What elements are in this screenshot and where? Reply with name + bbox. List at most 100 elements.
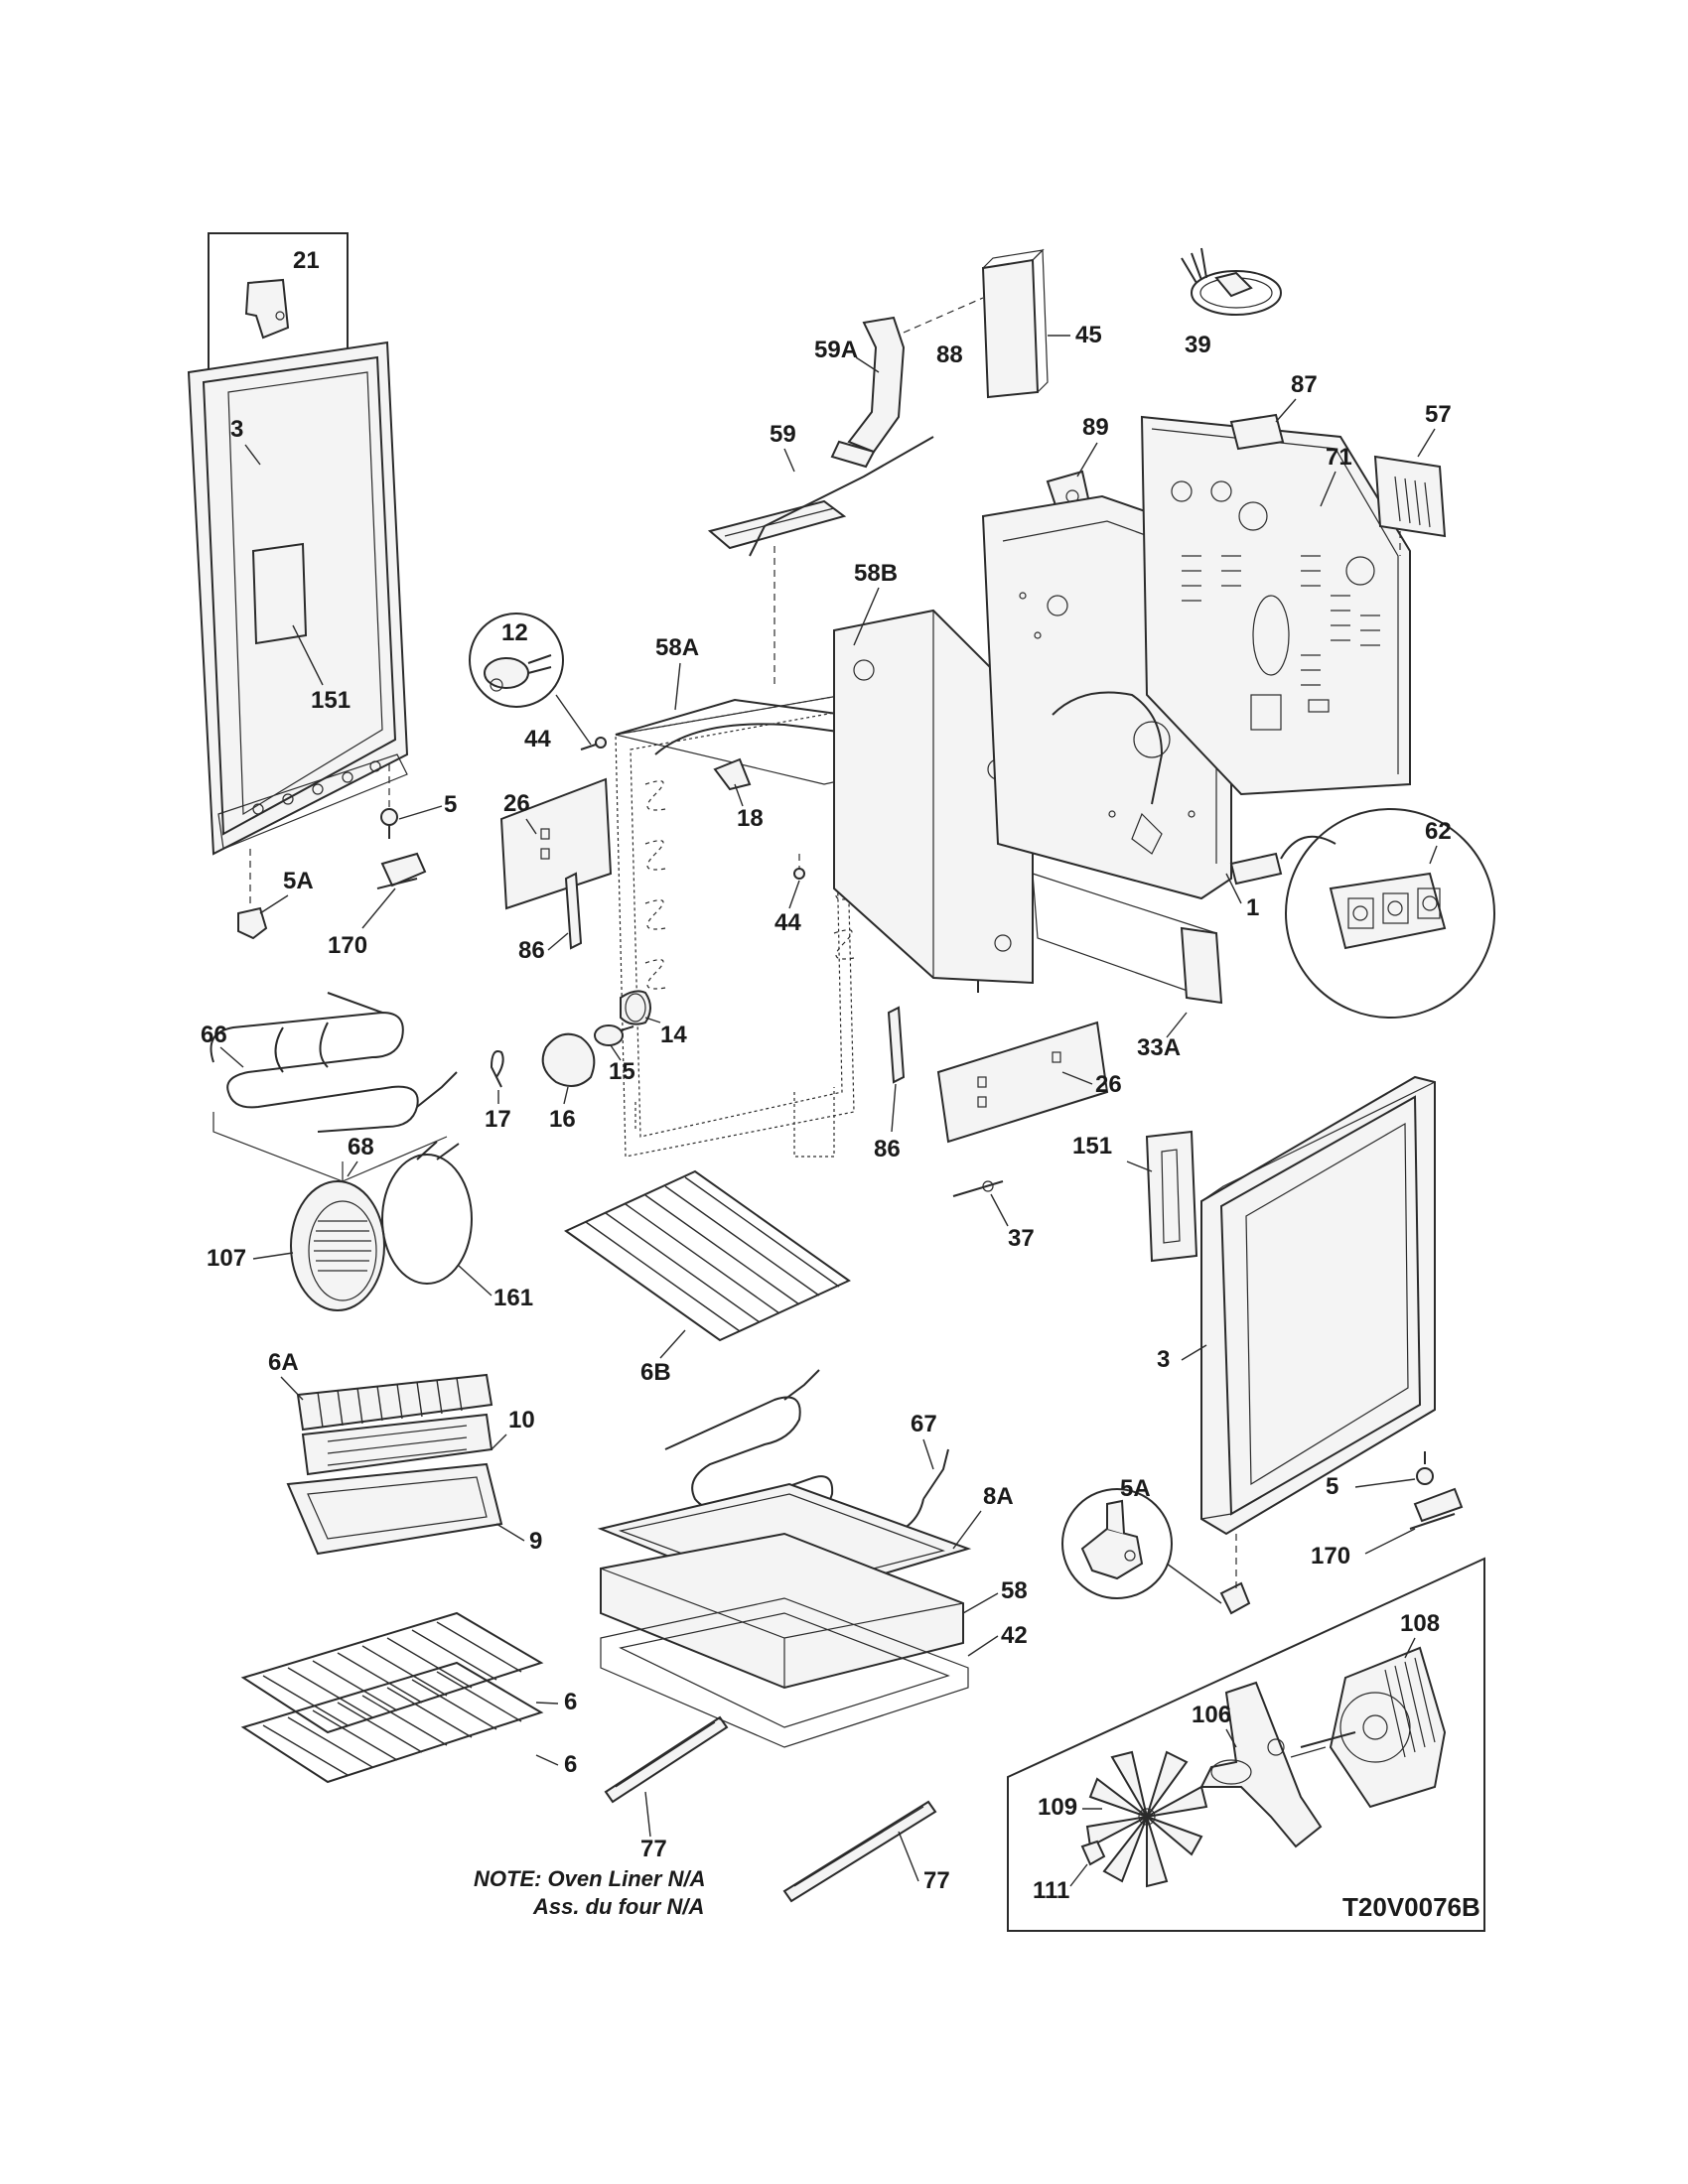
label-151-right: 151 — [1072, 1133, 1112, 1160]
part-88-wire: 88 — [749, 341, 963, 557]
part-17-clip: 17 — [485, 1050, 511, 1133]
label-44-mid: 44 — [774, 909, 801, 936]
label-66: 66 — [201, 1022, 227, 1048]
part-10-broil-insert: 10 — [301, 1407, 535, 1476]
label-8a: 8A — [983, 1483, 1014, 1510]
label-89: 89 — [1082, 414, 1109, 441]
label-26-right: 26 — [1095, 1071, 1122, 1098]
part-58-insulation: 58 — [600, 1532, 1028, 1690]
part-66-broil-element: 66 — [201, 992, 458, 1133]
label-151-left: 151 — [311, 687, 351, 714]
label-26-left: 26 — [503, 790, 530, 817]
label-37: 37 — [1008, 1225, 1035, 1252]
label-15: 15 — [609, 1058, 635, 1085]
part-86-right-bracket: 86 — [874, 1006, 906, 1162]
part-109-fan-blade: 109 — [1038, 1750, 1208, 1888]
label-12: 12 — [501, 619, 528, 646]
label-6-a: 6 — [564, 1689, 577, 1715]
label-58a: 58A — [655, 634, 699, 661]
part-170-right-hinge: 170 — [1311, 1487, 1464, 1570]
part-170-left-hinge: 170 — [328, 852, 427, 959]
label-5a-left: 5A — [283, 868, 314, 894]
label-45: 45 — [1075, 322, 1102, 348]
part-12-inset: 12 — [469, 613, 592, 746]
label-5-left: 5 — [444, 791, 457, 818]
label-67: 67 — [911, 1411, 937, 1437]
label-87: 87 — [1291, 371, 1318, 398]
label-111: 111 — [1033, 1877, 1069, 1904]
label-86-left: 86 — [518, 937, 545, 964]
part-111-nut: 111 — [1033, 1840, 1106, 1904]
label-58b: 58B — [854, 560, 898, 587]
part-26-left-rail: 26 — [499, 777, 613, 910]
part-107-fan-cover: 107 — [207, 1180, 385, 1311]
part-58b-insulation: 58B — [833, 560, 1034, 985]
label-18: 18 — [737, 805, 764, 832]
part-45-vent-channel: 45 — [903, 248, 1102, 399]
label-57: 57 — [1425, 401, 1452, 428]
part-6b-oven-rack: 6B — [564, 1169, 851, 1386]
label-5-right: 5 — [1326, 1473, 1338, 1500]
label-39: 39 — [1185, 332, 1211, 358]
label-21: 21 — [293, 247, 320, 274]
label-6-b: 6 — [564, 1751, 577, 1778]
part-33a-rail: 33A — [1032, 873, 1223, 1061]
part-77-left-slide: 77 — [604, 1715, 729, 1862]
label-3-right: 3 — [1157, 1346, 1170, 1373]
part-6a-broil-rack: 6A — [268, 1349, 493, 1432]
part-18-oven-sensor: 18 — [713, 757, 764, 832]
part-87-plate: 87 — [1229, 371, 1318, 451]
label-59: 59 — [770, 421, 796, 448]
part-42-bottom-tray: 42 — [600, 1597, 1028, 1748]
part-5a-left-bracket: 5A — [237, 849, 314, 940]
label-6b: 6B — [640, 1359, 671, 1386]
part-5-left-screw: 5 — [380, 764, 457, 839]
label-3-left: 3 — [230, 416, 243, 443]
part-5-right-screw: 5 — [1326, 1451, 1434, 1500]
part-161-convection-element: 161 — [381, 1141, 533, 1311]
label-86-right: 86 — [874, 1136, 901, 1162]
label-170-left: 170 — [328, 932, 367, 959]
part-108-fan-motor: 108 — [1300, 1610, 1447, 1809]
label-59a: 59A — [814, 337, 858, 363]
note-line-1: NOTE: Oven Liner N/A — [474, 1866, 705, 1891]
label-33a: 33A — [1137, 1034, 1181, 1061]
label-1: 1 — [1246, 894, 1259, 921]
label-108: 108 — [1400, 1610, 1440, 1637]
label-9: 9 — [529, 1528, 542, 1555]
label-58: 58 — [1001, 1577, 1028, 1604]
part-71-back-panel: 71 — [1140, 415, 1411, 796]
part-59a-vent-trim: 59A — [814, 316, 906, 469]
label-16: 16 — [549, 1106, 576, 1133]
part-62-terminal-block: 62 — [1229, 808, 1495, 1019]
label-77-right: 77 — [923, 1867, 950, 1894]
note-line-2: Ass. du four N/A — [532, 1894, 704, 1919]
part-3-left-side-panel: 3 151 — [187, 341, 409, 856]
part-151-right-bracket: 151 — [1072, 1130, 1198, 1263]
part-44-screws: 44 44 — [524, 726, 805, 936]
label-6a: 6A — [268, 1349, 299, 1376]
part-57-cover: 57 — [1373, 401, 1452, 556]
part-15-bulb: 15 — [594, 1024, 635, 1085]
convection-fan-kit-inset: 108 106 109 — [1007, 1557, 1485, 1932]
note-block: NOTE: Oven Liner N/A Ass. du four N/A — [474, 1866, 705, 1919]
part-106-fan-bracket: 106 — [1192, 1681, 1327, 1848]
part-77-right-slide: 77 — [782, 1800, 950, 1903]
label-161: 161 — [493, 1285, 533, 1311]
part-16-lens: 16 — [541, 1032, 596, 1133]
label-77-left: 77 — [640, 1836, 667, 1862]
part-68-broil-shield: 68 — [212, 1112, 448, 1182]
part-5a-right-inset: 5A — [1061, 1475, 1251, 1615]
part-14-socket: 14 — [620, 990, 687, 1048]
label-107: 107 — [207, 1245, 246, 1272]
part-86-left-bracket: 86 — [518, 872, 583, 964]
drawing-code: T20V0076B — [1342, 1892, 1480, 1922]
part-6-oven-racks: 6 6 — [240, 1611, 577, 1784]
part-59-duct: 59 — [707, 421, 847, 685]
part-9-broil-pan: 9 — [286, 1462, 542, 1556]
label-10: 10 — [508, 1407, 535, 1433]
label-170-right: 170 — [1311, 1543, 1350, 1570]
label-44-top: 44 — [524, 726, 551, 752]
label-5a-right: 5A — [1120, 1475, 1151, 1502]
